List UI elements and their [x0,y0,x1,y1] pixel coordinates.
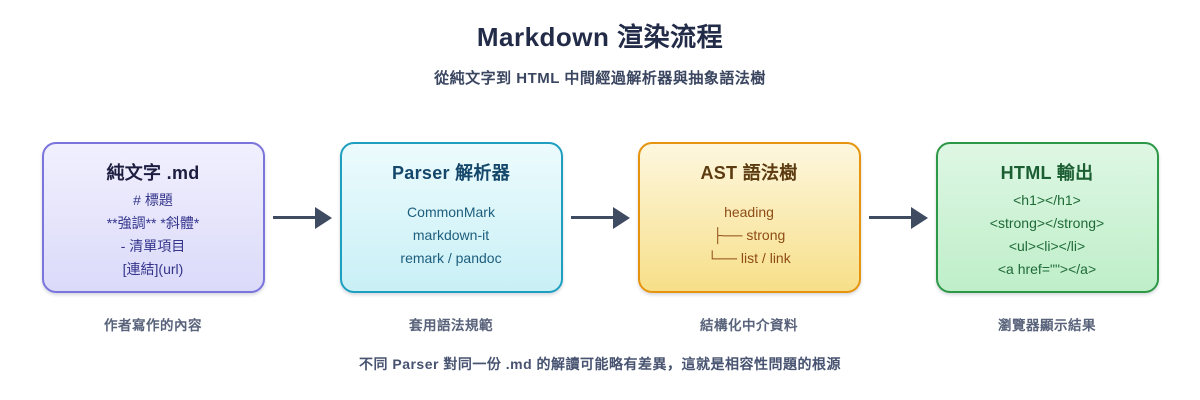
stage-caption: 作者寫作的內容 [104,318,202,333]
plain-text-md-body: # 標題 **強調** *斜體* - 清單項目 [連結](url) [44,185,263,291]
plain-text-md-title: 純文字 .md [106,163,200,183]
ast-tree-line: └── list / link [707,249,791,266]
flow-row: 純文字 .md # 標題 **強調** *斜體* - 清單項目 [連結](url… [0,142,1200,334]
diagram-header: Markdown 渲染流程 從純文字到 HTML 中間經過解析器與抽象語法樹 [0,0,1200,88]
footnote: 不同 Parser 對同一份 .md 的解讀可能略有差異，這就是相容性問題的根源 [358,356,842,372]
right-arrow-icon [868,206,928,229]
html-output-title: HTML 輸出 [1000,163,1094,183]
stage-caption: 套用語法規範 [409,318,493,333]
parser-body: CommonMark markdown-it remark / pandoc [342,185,561,291]
flow-arrow-cell [861,142,936,293]
right-arrow-icon [272,206,332,229]
stage-caption: 結構化中介資料 [700,318,798,333]
arrow-head [612,206,630,229]
arrow-shaft [272,216,315,219]
html-tag-line: <h1></h1> [1013,192,1081,208]
html-output-body: <h1></h1> <strong></strong> <ul><li></li… [938,185,1157,291]
parser-card: Parser 解析器 CommonMark markdown-it remark… [339,142,563,293]
arrow-shaft [570,216,613,219]
html-tag-line: <a href=""></a> [997,261,1097,277]
parser-name-line: markdown-it [412,226,490,243]
ast-card: AST 語法樹 heading ├── strong └── list / li… [637,142,861,293]
arrow-shaft [868,216,911,219]
parser-name-line: CommonMark [407,203,495,220]
stage-ast: AST 語法樹 heading ├── strong └── list / li… [637,142,861,334]
page-title: Markdown 渲染流程 [476,22,724,52]
markdown-source-line: **強調** *斜體* [106,215,200,231]
stage-caption: 瀏覽器顯示結果 [998,318,1096,333]
stage-html-output: HTML 輸出 <h1></h1> <strong></strong> <ul>… [935,142,1159,334]
arrow-head [314,206,332,229]
html-output-card: HTML 輸出 <h1></h1> <strong></strong> <ul>… [935,142,1159,293]
right-arrow-icon [570,206,630,229]
markdown-source-line: [連結](url) [122,261,184,277]
ast-tree-line: heading [724,203,774,220]
plain-text-md-card: 純文字 .md # 標題 **強調** *斜體* - 清單項目 [連結](url… [41,142,265,293]
stage-plain-text-md: 純文字 .md # 標題 **強調** *斜體* - 清單項目 [連結](url… [41,142,265,334]
ast-tree-line: ├── strong [712,226,786,243]
flow-arrow-cell [563,142,638,293]
page-subtitle: 從純文字到 HTML 中間經過解析器與抽象語法樹 [434,70,766,87]
html-tag-line: <strong></strong> [989,215,1105,231]
ast-title: AST 語法樹 [700,163,798,183]
stage-parser: Parser 解析器 CommonMark markdown-it remark… [339,142,563,334]
arrow-head [910,206,928,229]
ast-body: heading ├── strong └── list / link [640,185,859,291]
parser-name-line: remark / pandoc [400,249,502,266]
flow-arrow-cell [265,142,340,293]
parser-title: Parser 解析器 [391,163,511,183]
markdown-source-line: - 清單項目 [120,238,186,254]
html-tag-line: <ul><li></li> [1008,238,1086,254]
markdown-source-line: # 標題 [133,192,173,208]
